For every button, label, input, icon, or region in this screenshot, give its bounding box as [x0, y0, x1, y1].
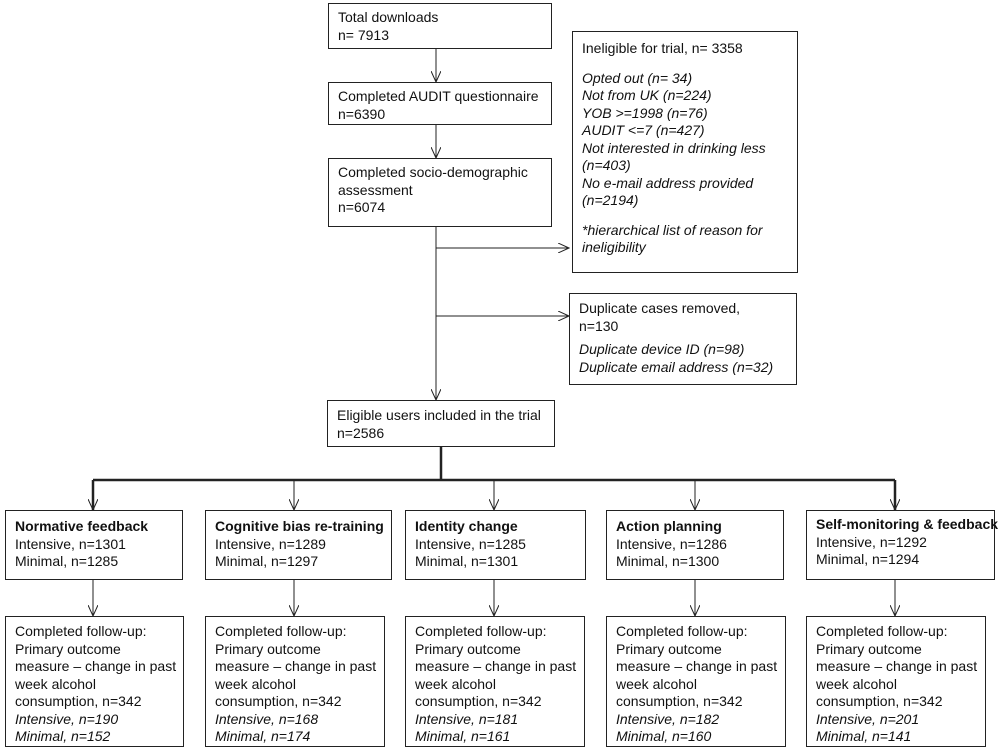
followup-minimal: Minimal, n=141 — [816, 728, 912, 744]
followup-line-1: Completed follow-up: — [616, 623, 748, 639]
followup-intensive: Intensive, n=168 — [215, 710, 319, 727]
followup-minimal: Minimal, n=161 — [415, 728, 511, 744]
arm-intensive: Intensive, n=1292 — [816, 533, 927, 550]
followup-line-2: Primary outcome — [415, 640, 521, 657]
audit-label: Completed AUDIT questionnaire — [338, 88, 539, 104]
spacer — [582, 210, 788, 222]
followup-line-2: Primary outcome — [616, 640, 722, 657]
socio-count: n=6074 — [338, 199, 386, 215]
followup-intensive: Intensive, n=190 — [15, 710, 119, 727]
followup-intensive: Intensive, n=182 — [616, 710, 720, 727]
eligible-box: Eligible users included in the trial n=2… — [327, 400, 555, 447]
socio-label-1: Completed socio-demographic — [338, 164, 528, 180]
eligible-label: Eligible users included in the trial — [337, 407, 541, 423]
arm-title: Normative feedback — [15, 518, 149, 534]
followup-line-4: week alcohol — [415, 675, 496, 692]
followup-line-1: Completed follow-up: — [816, 623, 948, 639]
arm-box-cognitive-bias: Cognitive bias re-training Intensive, n=… — [205, 510, 392, 580]
followup-box-action-planning: Completed follow-up: Primary outcome mea… — [606, 616, 786, 747]
audit-count: n=6390 — [338, 105, 386, 122]
arm-minimal: Minimal, n=1300 — [616, 553, 720, 569]
followup-minimal: Minimal, n=152 — [15, 728, 111, 744]
arm-box-identity-change: Identity change Intensive, n=1285 Minima… — [405, 510, 586, 580]
reason-opted-out: Opted out (n= 34) — [582, 69, 693, 86]
arm-minimal: Minimal, n=1294 — [816, 551, 920, 567]
duplicates-title: Duplicate cases removed, — [579, 300, 741, 316]
arm-title: Identity change — [415, 518, 518, 534]
followup-line-1: Completed follow-up: — [15, 623, 147, 639]
followup-intensive: Intensive, n=201 — [816, 710, 920, 727]
followup-line-5: consumption, n=342 — [415, 693, 542, 709]
followup-box-identity-change: Completed follow-up: Primary outcome mea… — [405, 616, 585, 747]
spacer — [582, 58, 788, 70]
audit-box: Completed AUDIT questionnaire n=6390 — [328, 82, 552, 125]
followup-line-4: week alcohol — [15, 675, 96, 692]
total-downloads-count: n= 7913 — [338, 26, 389, 43]
total-downloads-label: Total downloads — [338, 9, 439, 25]
socio-box: Completed socio-demographic assessment n… — [328, 158, 552, 227]
arm-title: Self-monitoring & feedback — [816, 516, 999, 532]
followup-line-3: measure – change in past — [215, 658, 377, 674]
arm-minimal: Minimal, n=1285 — [15, 553, 119, 569]
followup-line-5: consumption, n=342 — [816, 693, 943, 709]
duplicate-email: Duplicate email address (n=32) — [579, 358, 774, 375]
arm-intensive: Intensive, n=1286 — [616, 535, 727, 552]
followup-box-cognitive-bias: Completed follow-up: Primary outcome mea… — [205, 616, 385, 747]
followup-line-3: measure – change in past — [816, 658, 978, 674]
followup-intensive: Intensive, n=181 — [415, 710, 519, 727]
arm-box-normative-feedback: Normative feedback Intensive, n=1301 Min… — [5, 510, 183, 580]
arm-intensive: Intensive, n=1285 — [415, 535, 526, 552]
ineligible-note-2: ineligibility — [582, 239, 646, 255]
ineligible-title: Ineligible for trial, n= 3358 — [582, 40, 743, 56]
followup-line-3: measure – change in past — [15, 658, 177, 674]
followup-line-4: week alcohol — [616, 675, 697, 692]
followup-box-normative-feedback: Completed follow-up: Primary outcome mea… — [5, 616, 184, 747]
socio-label-2: assessment — [338, 181, 413, 198]
arm-minimal: Minimal, n=1297 — [215, 553, 319, 569]
arm-intensive: Intensive, n=1289 — [215, 535, 326, 552]
arm-intensive: Intensive, n=1301 — [15, 535, 126, 552]
followup-line-5: consumption, n=342 — [15, 693, 142, 709]
followup-line-5: consumption, n=342 — [616, 693, 743, 709]
followup-line-2: Primary outcome — [816, 640, 922, 657]
arm-box-action-planning: Action planning Intensive, n=1286 Minima… — [606, 510, 784, 580]
ineligible-note-1: *hierarchical list of reason for — [582, 221, 763, 238]
followup-line-4: week alcohol — [215, 675, 296, 692]
reason-audit: AUDIT <=7 (n=427) — [582, 122, 705, 138]
followup-line-2: Primary outcome — [15, 640, 121, 657]
duplicate-device-id: Duplicate device ID (n=98) — [579, 341, 745, 357]
followup-box-self-monitoring: Completed follow-up: Primary outcome mea… — [806, 616, 986, 747]
ineligible-box: Ineligible for trial, n= 3358 Opted out … — [572, 31, 798, 273]
followup-line-4: week alcohol — [816, 675, 897, 692]
duplicates-count: n=130 — [579, 317, 619, 334]
followup-minimal: Minimal, n=160 — [616, 728, 712, 744]
followup-line-3: measure – change in past — [415, 658, 577, 674]
followup-line-2: Primary outcome — [215, 640, 321, 657]
followup-line-1: Completed follow-up: — [415, 623, 547, 639]
total-downloads-box: Total downloads n= 7913 — [328, 3, 552, 49]
duplicates-box: Duplicate cases removed, n=130 Duplicate… — [569, 293, 797, 385]
followup-minimal: Minimal, n=174 — [215, 728, 311, 744]
reason-yob: YOB >=1998 (n=76) — [582, 104, 708, 121]
followup-line-3: measure – change in past — [616, 658, 778, 674]
reason-not-interested: Not interested in drinking less — [582, 139, 766, 156]
reason-not-interested-count: (n=403) — [582, 157, 631, 173]
eligible-count: n=2586 — [337, 424, 385, 441]
arm-minimal: Minimal, n=1301 — [415, 553, 519, 569]
followup-line-5: consumption, n=342 — [215, 693, 342, 709]
arm-box-self-monitoring: Self-monitoring & feedback Intensive, n=… — [806, 510, 999, 580]
reason-no-email-count: (n=2194) — [582, 192, 639, 208]
arm-title: Cognitive bias re-training — [215, 518, 384, 534]
arm-title: Action planning — [616, 518, 722, 534]
reason-not-uk: Not from UK (n=224) — [582, 87, 712, 103]
reason-no-email: No e-mail address provided — [582, 174, 754, 191]
followup-line-1: Completed follow-up: — [215, 623, 347, 639]
